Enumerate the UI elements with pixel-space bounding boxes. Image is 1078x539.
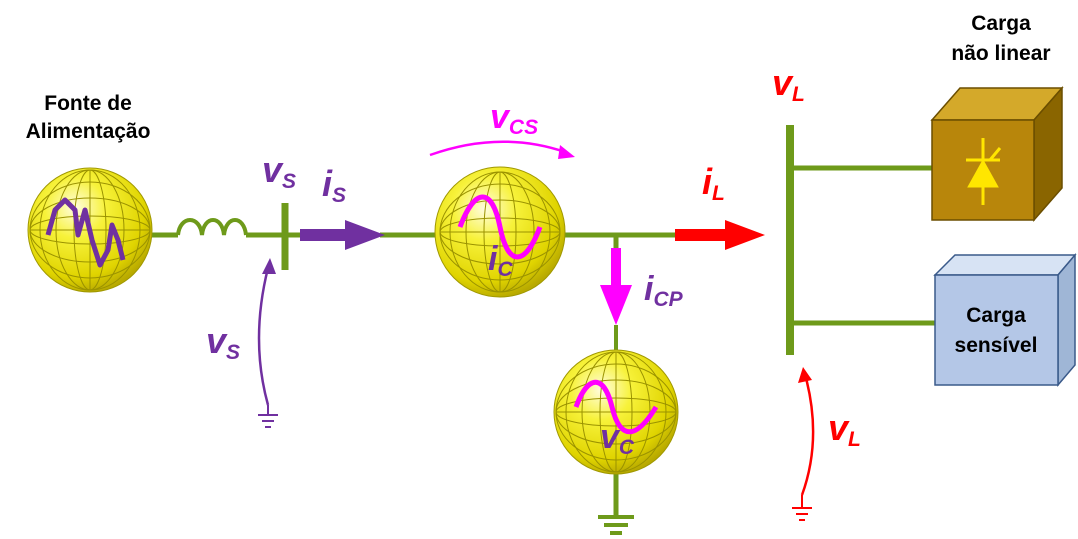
source-label-line2: Alimentação: [26, 120, 151, 143]
sensitive-load-label-line2: sensível: [955, 334, 1038, 357]
inductor-coil: [176, 218, 248, 236]
current-arrow-icp: [600, 248, 632, 325]
ground-symbol-vs: [258, 405, 278, 428]
sensitive-load-box: [933, 252, 1077, 388]
thyristor-icon: [966, 138, 1002, 205]
nonlinear-load-box: [930, 86, 1064, 222]
current-arrow-is: [300, 220, 385, 250]
current-arrow-il: [675, 220, 765, 250]
label-vs-ground: vS: [206, 320, 240, 364]
source-label-line1: Fonte de: [44, 92, 132, 115]
distorted-wave-icon: [45, 197, 126, 268]
nonlinear-load-label-line2: não linear: [951, 42, 1050, 65]
wiring: [150, 165, 935, 515]
label-vc: vC: [600, 418, 635, 459]
series-compensator-icon: [434, 166, 566, 298]
sine-wave-icon: [573, 379, 659, 435]
voltage-arrow-vs: [257, 258, 276, 406]
label-ic: iC: [488, 240, 513, 281]
supply-source-icon: [27, 167, 153, 293]
shunt-compensator-icon: [553, 349, 679, 475]
ground-symbol-shunt: [598, 515, 634, 535]
sensitive-load-label-line1: Carga: [966, 304, 1026, 327]
label-il: iL: [702, 161, 725, 205]
label-vl-ground: vL: [828, 407, 861, 451]
label-vs-node: vS: [262, 149, 296, 193]
label-vcs: vCS: [490, 98, 538, 139]
voltage-arrow-vcs: [429, 140, 575, 159]
label-is: iS: [322, 163, 346, 207]
nonlinear-load-label-line1: Carga: [971, 12, 1031, 35]
label-icp: iCP: [644, 270, 684, 311]
ground-symbol-vl: [792, 495, 812, 521]
voltage-arrow-vl: [798, 367, 815, 496]
sine-wave-icon: [457, 194, 543, 260]
label-vl-top: vL: [772, 62, 805, 106]
